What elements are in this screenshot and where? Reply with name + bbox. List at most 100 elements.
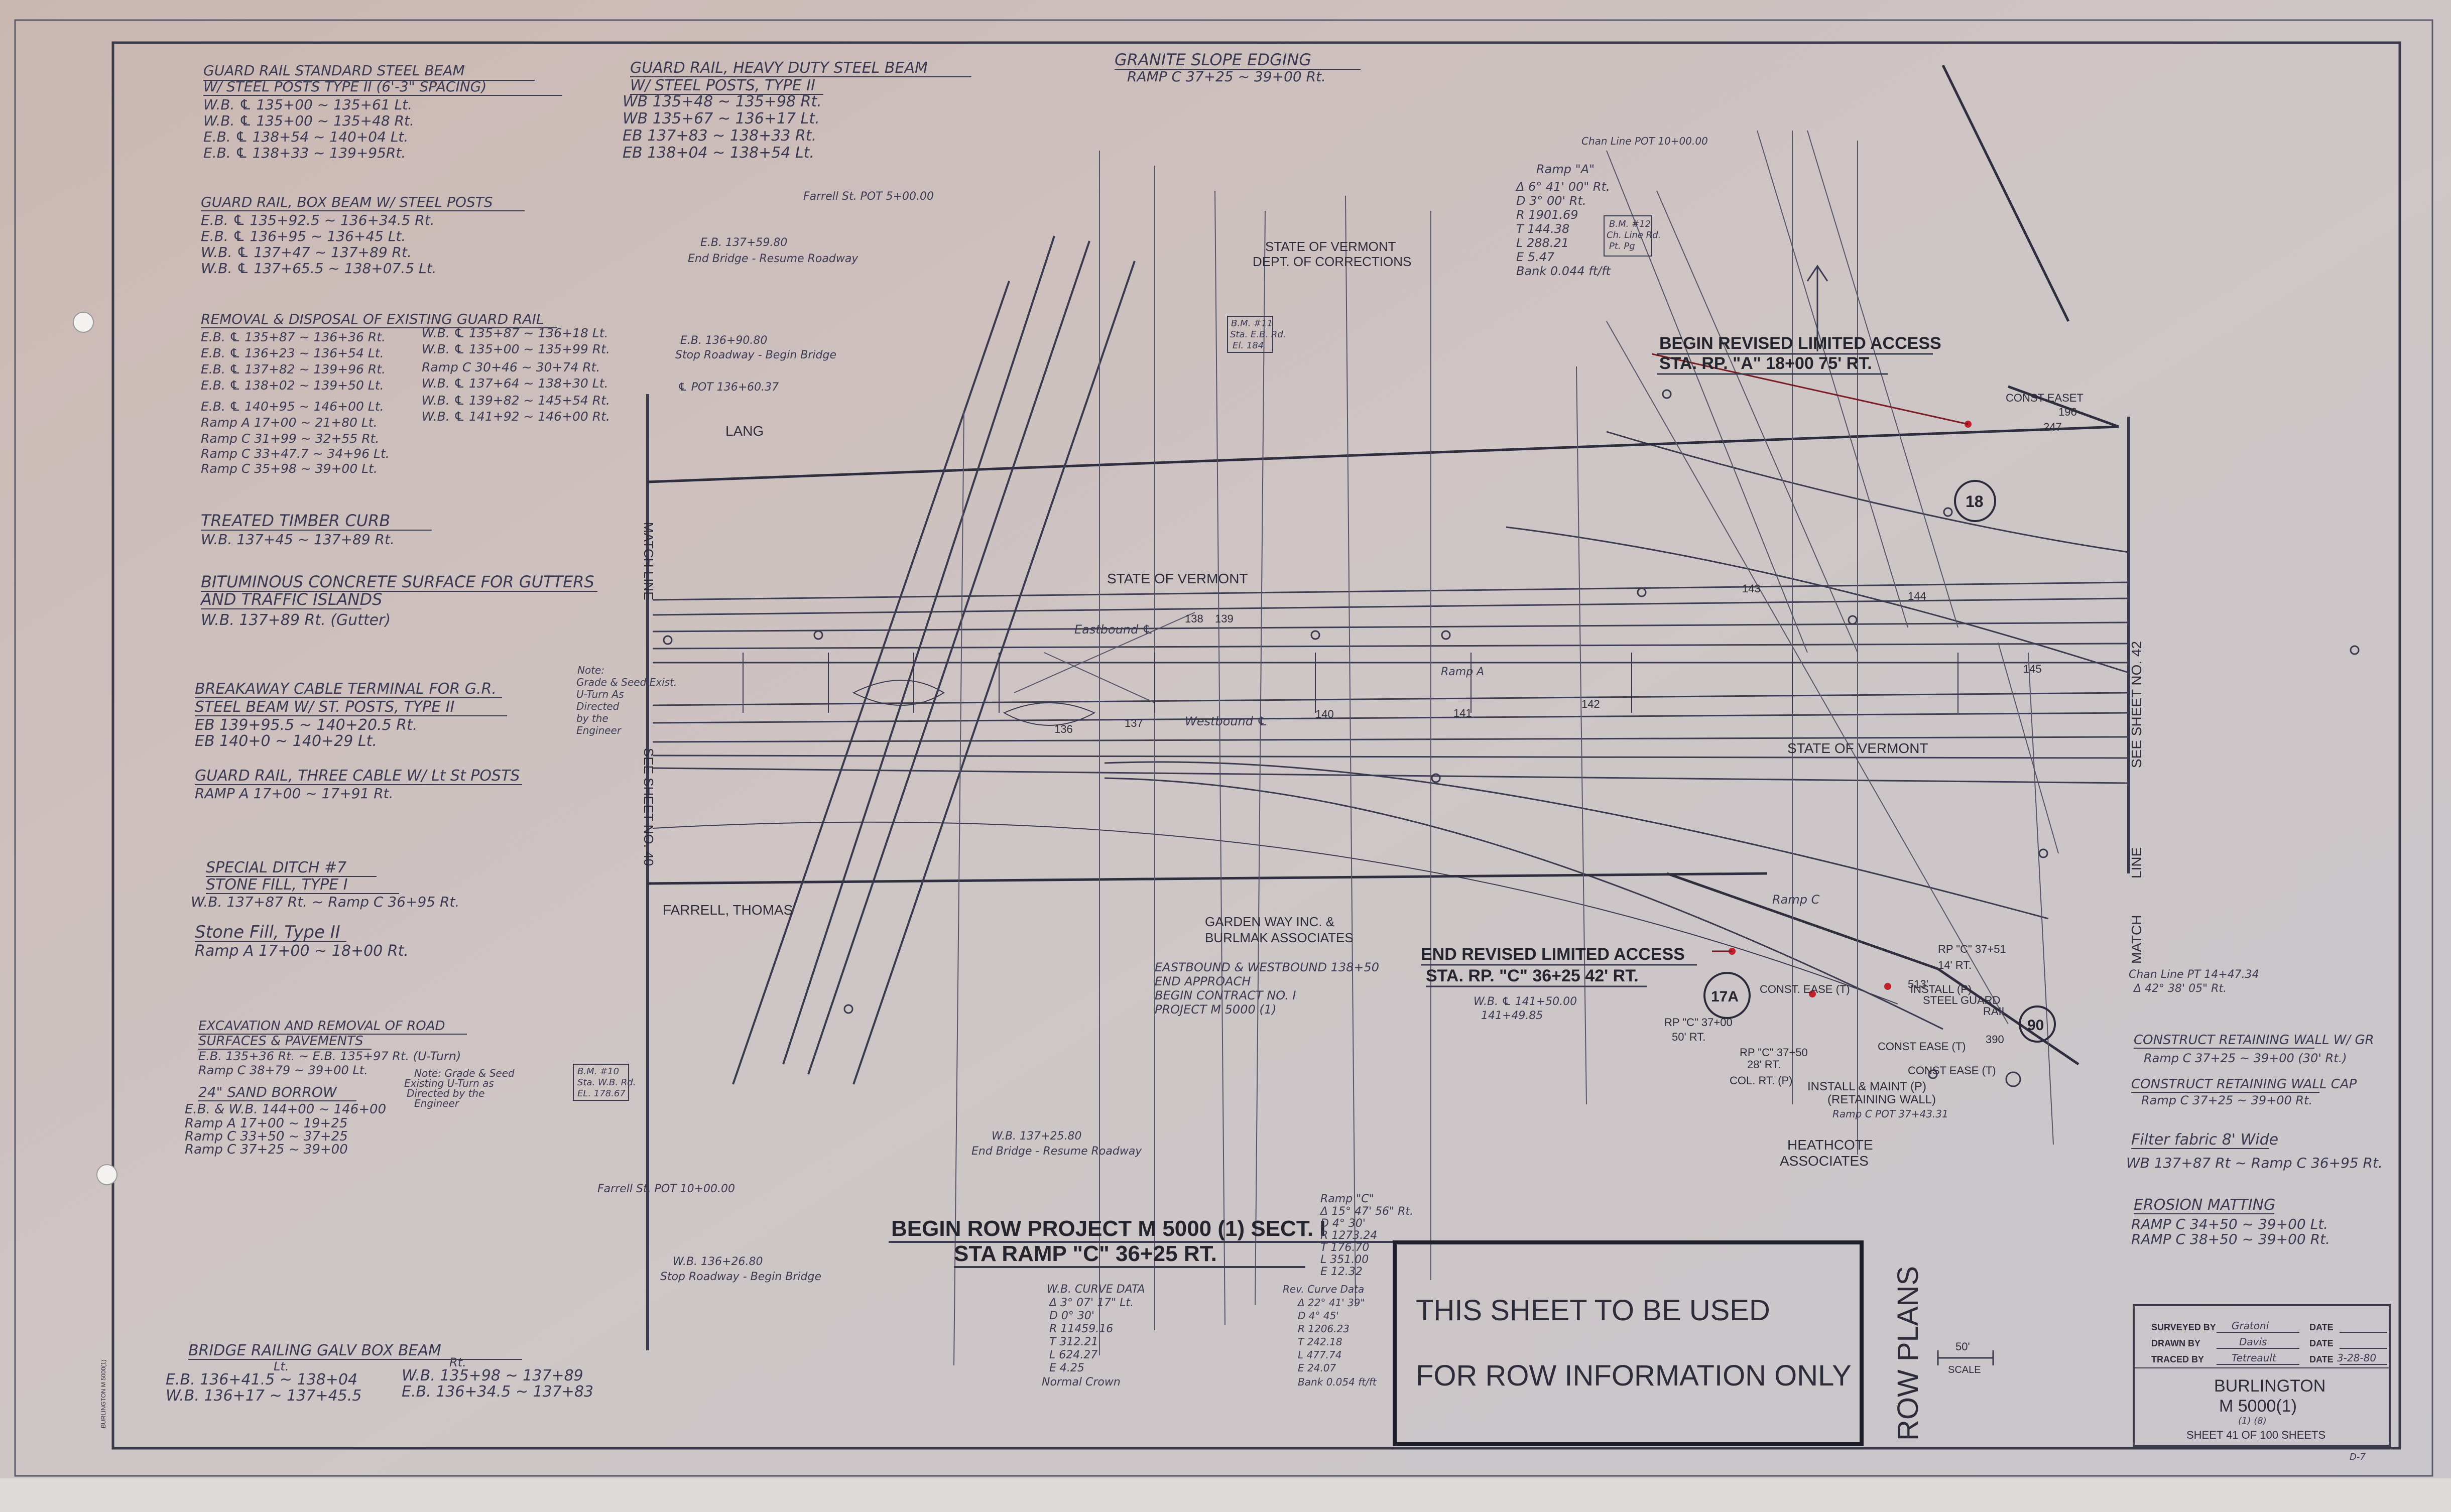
removal-line: E.B. ℄ 135+87 ~ 136+36 Rt. — [201, 330, 386, 344]
row-plans-label: ROW PLANS — [1892, 1266, 1924, 1441]
station-offset: 50' RT. — [1672, 1031, 1705, 1043]
title-block: ROW PLANS 50' SCALE SURVEYED BY DRAWN BY… — [100, 1266, 2391, 1462]
match-line-label: LINE — [2129, 847, 2144, 878]
removal-line: Ramp C 33+47.7 ~ 34+96 Lt. — [201, 446, 390, 461]
bridge-lt: Lt. — [274, 1359, 289, 1373]
grade-note: Engineer — [576, 724, 622, 736]
parcel-area: 390 — [1986, 1033, 2004, 1046]
station-offset: RP "C" 37+51 — [1938, 943, 2006, 955]
eb-bridge-note: E.B. 137+59.80 — [700, 236, 787, 249]
rev-curve-line: R 1206.23 — [1298, 1323, 1350, 1335]
eb-bridge-note: End Bridge - Resume Roadway — [688, 253, 859, 265]
heavy-line: WB 135+48 ~ 135+98 Rt. — [623, 93, 822, 110]
ditch-title: STONE FILL, TYPE I — [206, 876, 348, 894]
station-offset: 14' RT. — [1938, 959, 1972, 971]
erosion-line: RAMP C 38+50 ~ 39+00 Rt. — [2131, 1231, 2330, 1247]
rev-curve-line: E 24.07 — [1298, 1362, 1336, 1374]
gr-std-title: GUARD RAIL STANDARD STEEL BEAM — [203, 62, 465, 79]
const-easement: CONST. EASE (T) — [1760, 983, 1850, 995]
install-steel-guard: INSTALL (P) — [1910, 983, 1972, 995]
gr-box-line: E.B. ℄ 135+92.5 ~ 136+34.5 Rt. — [201, 212, 435, 228]
bench-mark: EL. 178.67 — [577, 1088, 626, 1099]
rev-curve-line: T 242.18 — [1298, 1336, 1342, 1348]
match-line-label: MATCH LINE — [641, 522, 656, 600]
title-block-frame — [2133, 1304, 2391, 1447]
wb-curve-line: T 312.21 — [1049, 1336, 1098, 1348]
date-label: DATE — [2309, 1354, 2334, 1364]
traced-by-label: TRACED BY — [2151, 1354, 2204, 1364]
farrell-pot: Farrell St. POT 5+00.00 — [803, 190, 934, 203]
wb-curve-line: D 0° 30' — [1049, 1310, 1094, 1322]
corner-code: D-7 — [2350, 1452, 2366, 1462]
erosion-title: EROSION MATTING — [2134, 1196, 2275, 1214]
parcel-area: 247 — [2043, 421, 2062, 433]
bottom-edge-strip — [0, 1478, 2451, 1512]
sand-line: Ramp A 17+00 ~ 19+25 — [185, 1116, 347, 1131]
station-label: 139 — [1215, 612, 1234, 625]
grade-note: Note: — [577, 664, 604, 676]
wb-station-note: 141+49.85 — [1481, 1010, 1543, 1022]
right-notes: Chan Line PT 14+47.34 Δ 42° 38' 05" Rt. … — [2126, 968, 2383, 1247]
contract-note: END APPROACH — [1155, 974, 1251, 988]
grade-note: Grade & Seed Exist. — [576, 676, 677, 688]
chan-line-pot: Chan Line POT 10+00.00 — [1581, 135, 1708, 147]
stone-title: Stone Fill, Type II — [195, 922, 340, 942]
parcel-circle — [1703, 972, 1751, 1019]
contract-note: BEGIN CONTRACT NO. I — [1155, 988, 1296, 1002]
wb-bridge-note: End Bridge - Resume Roadway — [971, 1145, 1142, 1158]
wb-curve-title: W.B. CURVE DATA — [1047, 1283, 1145, 1296]
parcel-number: 17A — [1711, 988, 1739, 1005]
gr-std-sub: W/ STEEL POSTS TYPE II (6'-3" SPACING) — [203, 78, 486, 95]
stone-line: Ramp A 17+00 ~ 18+00 Rt. — [195, 942, 409, 960]
wb-curve-line: L 624.27 — [1049, 1349, 1097, 1361]
station-label: 141 — [1453, 707, 1472, 719]
chan-delta: Δ 42° 38' 05" Rt. — [2133, 982, 2227, 995]
cable-line: EB 140+0 ~ 140+29 Lt. — [195, 732, 377, 750]
bench-mark: B.M. #11 — [1231, 318, 1273, 329]
gr-std-line: E.B. ℄ 138+54 ~ 140+04 Lt. — [203, 129, 408, 145]
station-label: 140 — [1315, 708, 1334, 720]
sand-title: 24" SAND BORROW — [198, 1084, 337, 1100]
ramp-c-pot: Ramp C POT 37+43.31 — [1832, 1108, 1948, 1120]
filter-title: Filter fabric 8' Wide — [2131, 1131, 2278, 1149]
rev-curve-title: Rev. Curve Data — [1283, 1283, 1364, 1295]
map-labels: LANG STATE OF VERMONT STATE OF VERMONT S… — [573, 135, 2144, 1389]
ramp-a-curve: R 1901.69 — [1516, 208, 1578, 222]
bridge-line: E.B. 136+34.5 ~ 137+83 — [402, 1383, 593, 1401]
stamp-line: FOR ROW INFORMATION ONLY — [1416, 1359, 1852, 1392]
grade-note: Directed — [576, 700, 620, 712]
date-label: DATE — [2309, 1338, 2334, 1348]
ramp-a-label: Ramp A — [1441, 666, 1484, 678]
removal-line: E.B. ℄ 136+23 ~ 136+54 Lt. — [201, 346, 384, 360]
end-limited-access: STA. RP. "C" 36+25 42' RT. — [1426, 966, 1639, 985]
wb-bridge-note: W.B. 136+26.80 — [673, 1255, 763, 1268]
heavy-line: EB 138+04 ~ 138+54 Lt. — [623, 144, 814, 162]
bench-mark: Sta. W.B. Rd. — [577, 1077, 636, 1088]
timber-line: W.B. 137+45 ~ 137+89 Rt. — [201, 531, 395, 548]
bit-line: W.B. 137+89 Rt. (Gutter) — [201, 611, 391, 629]
traced-by-value: Tetreault — [2232, 1352, 2277, 1364]
gr-box-line: W.B. ℄ 137+47 ~ 137+89 Rt. — [201, 244, 412, 261]
binding-hole — [96, 1164, 117, 1185]
bridge-line: W.B. 136+17 ~ 137+45.5 — [166, 1387, 361, 1405]
eb-bridge-note: E.B. 136+90.80 — [680, 334, 767, 347]
rev-curve-line: L 477.74 — [1298, 1349, 1341, 1361]
gr-box-line: E.B. ℄ 136+95 ~ 136+45 Lt. — [201, 228, 406, 244]
date-label: DATE — [2309, 1322, 2334, 1332]
parcel-circle — [1954, 480, 1996, 522]
project-sub: (1) (8) — [2238, 1416, 2267, 1426]
sand-note: Existing U-Turn as — [404, 1077, 494, 1089]
gr-std-line: E.B. ℄ 138+33 ~ 139+95Rt. — [203, 145, 406, 161]
three-cable-line: RAMP A 17+00 ~ 17+91 Rt. — [195, 785, 394, 802]
removal-line: W.B. ℄ 139+82 ~ 145+54 Rt. — [422, 393, 610, 408]
station-offset: COL. RT. (P) — [1730, 1074, 1793, 1087]
eastbound-centerline: Eastbound ℄ — [1074, 622, 1153, 637]
sand-line: Ramp C 33+50 ~ 37+25 — [185, 1129, 348, 1144]
rev-curve-line: D 4° 45' — [1298, 1310, 1339, 1322]
exc-line: Ramp C 38+79 ~ 39+00 Lt. — [198, 1063, 368, 1077]
granite-title: GRANITE SLOPE EDGING — [1115, 50, 1311, 69]
filter-line: WB 137+87 Rt ~ Ramp C 36+95 Rt. — [2126, 1155, 2383, 1171]
owner-state-vermont: STATE OF VERMONT — [1107, 571, 1248, 586]
retaining-line: Ramp C 37+25 ~ 39+00 (30' Rt.) — [2144, 1051, 2347, 1065]
